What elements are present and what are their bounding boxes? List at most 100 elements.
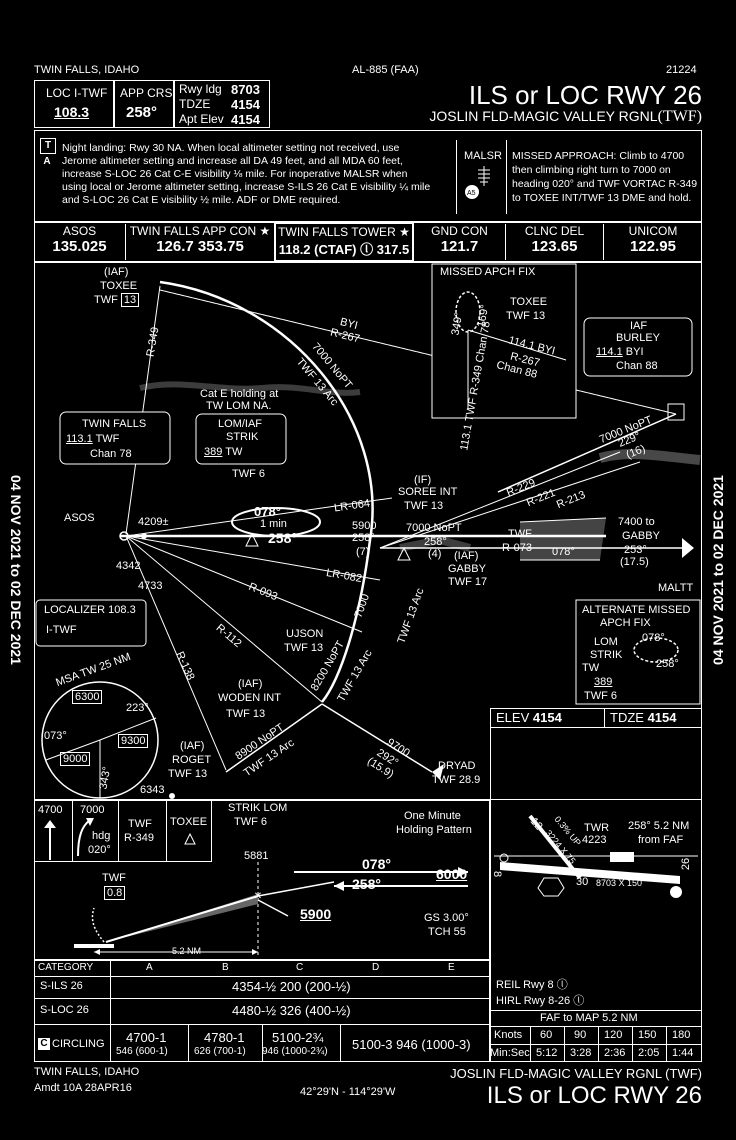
twf6-label: TWF 6 bbox=[232, 468, 265, 480]
strik-freq: 389 TW bbox=[204, 446, 242, 458]
sils-value: 4354-½ 200 (200-½) bbox=[232, 979, 351, 994]
pf-078: 078° bbox=[362, 856, 391, 872]
gabby-rt-2: GABBY bbox=[622, 530, 660, 542]
pf-div-1 bbox=[72, 800, 73, 862]
loc-box-id: I-TWF bbox=[46, 624, 77, 636]
localizer-box bbox=[35, 599, 147, 647]
plan-view bbox=[34, 262, 702, 800]
strik-id: TW bbox=[225, 446, 243, 458]
sloc-label: S-LOC 26 bbox=[40, 1004, 89, 1016]
pf-258: 258° bbox=[352, 876, 381, 892]
min-row-1 bbox=[34, 976, 490, 999]
holding-pattern bbox=[231, 507, 321, 537]
loc-label: LOC I-TWF bbox=[46, 86, 108, 100]
pf-hdg: hdg bbox=[92, 830, 111, 842]
svg-text:A5: A5 bbox=[467, 190, 476, 197]
soree-dme: TWF 13 bbox=[404, 500, 444, 512]
note-line-1: Night landing: Rwy 30 NA. When local alt… bbox=[62, 142, 400, 154]
airport-graphic bbox=[494, 814, 698, 898]
time-90: 3:28 bbox=[570, 1047, 592, 1059]
rwy-ldg: 8703 bbox=[231, 82, 260, 97]
dme-258c: 258° bbox=[424, 536, 447, 548]
min-hdr-d: D bbox=[372, 962, 380, 973]
apt-elev: 4154 bbox=[231, 112, 260, 127]
burley-chan: Chan 88 bbox=[616, 360, 658, 372]
mf-twf13: TWF 13 bbox=[506, 310, 546, 322]
pf-twf-dme: TWF bbox=[102, 872, 126, 884]
pf-5881: 5881 bbox=[244, 850, 269, 862]
freq-unicom: UNICOM 122.95 bbox=[604, 224, 702, 260]
min-hdr-a: A bbox=[146, 962, 153, 973]
header-loc-box bbox=[34, 80, 114, 128]
timing-vdiv-1 bbox=[564, 1026, 565, 1062]
timing-vdiv-4 bbox=[666, 1026, 667, 1062]
alt-strik: STRIK bbox=[590, 649, 623, 661]
reil-label: REIL Rwy 8 ⓛ bbox=[496, 979, 568, 991]
freq-gnd-label: GND CON bbox=[431, 224, 488, 238]
apt-tdze-val: 4154 bbox=[647, 710, 677, 725]
pf-dist: 5.2 NM bbox=[172, 946, 202, 956]
alt-twf6: TWF 6 bbox=[584, 690, 617, 702]
tdze: 4154 bbox=[231, 97, 260, 112]
note-line-3: increase S-LOC 26 Cat C-E visibility ⅛ m… bbox=[62, 168, 408, 180]
woden-name: WODEN INT bbox=[218, 692, 281, 704]
time-120: 2:36 bbox=[604, 1047, 626, 1059]
apt-elev-lbl: ELEV bbox=[496, 710, 530, 725]
min-hdr-b: B bbox=[222, 962, 229, 973]
header-doc-id: AL-885 (FAA) bbox=[352, 64, 419, 76]
apt-elev-label: Apt Elev bbox=[179, 112, 224, 126]
cat-e-note-1: Cat E holding at bbox=[200, 388, 279, 400]
knots-120: 120 bbox=[604, 1029, 623, 1041]
knots-150: 150 bbox=[638, 1029, 657, 1041]
woden-dme: TWF 13 bbox=[226, 708, 266, 720]
toxee-name: TOXEE bbox=[100, 280, 138, 292]
minimums-header-row bbox=[34, 960, 490, 977]
circ-b-1: 4780-1 bbox=[204, 1030, 245, 1045]
svg-text:✕: ✕ bbox=[254, 891, 262, 902]
sils-label: S-ILS 26 bbox=[40, 980, 83, 992]
note-line-5: and S-LOC 26 Cat E visibility ½ mile. AD… bbox=[62, 194, 341, 206]
msa-073: 073° bbox=[44, 730, 67, 742]
toxee-dme-id: TWF bbox=[94, 294, 118, 306]
min-col-div-5 bbox=[340, 1024, 341, 1062]
burley-name: BURLEY bbox=[616, 332, 661, 344]
min-hdr-c: C bbox=[296, 962, 304, 973]
timing-title: FAF to MAP 5.2 NM bbox=[540, 1012, 638, 1024]
soree-label: SOREE INT bbox=[398, 486, 458, 498]
rwy-8: 8 bbox=[491, 870, 504, 878]
twinfalls-name: TWIN FALLS bbox=[82, 418, 147, 430]
freq-clnc: CLNC DEL 123.65 bbox=[506, 224, 604, 260]
twr-label: TWR bbox=[584, 822, 610, 834]
alt-078: 078° bbox=[642, 632, 665, 644]
minsec-label: Min:Sec bbox=[490, 1047, 530, 1059]
timing-vdiv-2 bbox=[598, 1026, 599, 1062]
alt-missed-title-1: ALTERNATE MISSED bbox=[582, 604, 691, 616]
pf-one-min-2: Holding Pattern bbox=[396, 824, 472, 836]
alt-258b: 258° bbox=[352, 532, 375, 544]
hirl-label: HIRL Rwy 8-26 ⓛ bbox=[496, 995, 585, 1007]
pf-twf: TWF bbox=[128, 818, 152, 830]
dme-arc-13 bbox=[159, 280, 374, 703]
apt-elev-val: 4154 bbox=[532, 710, 562, 725]
woden-iaf: (IAF) bbox=[238, 678, 263, 690]
pf-hdg-val: 020° bbox=[88, 844, 111, 856]
footer-city: TWIN FALLS, IDAHO bbox=[34, 1066, 140, 1078]
pf-toxee: TOXEE bbox=[170, 816, 208, 828]
knots-label: Knots bbox=[494, 1029, 523, 1041]
airport-name-text: JOSLIN FLD-MAGIC VALLEY RGNL bbox=[429, 108, 658, 124]
alt-tw: TW bbox=[582, 662, 600, 674]
alt-lom: LOM bbox=[594, 636, 618, 648]
freq-clnc-value: 123.65 bbox=[531, 238, 578, 255]
dme-7: (7) bbox=[356, 546, 370, 558]
circ-c-1: 5100-2¾ bbox=[272, 1030, 324, 1045]
freq-app-con: TWIN FALLS APP CON ★ 126.7 353.75 bbox=[126, 224, 274, 260]
gabby-dme: TWF 17 bbox=[448, 576, 488, 588]
toxee-dme-num: 13 bbox=[120, 293, 140, 307]
elev-4209: 4209± bbox=[138, 516, 169, 528]
freq-app-label: TWIN FALLS APP CON ★ bbox=[129, 224, 271, 238]
sloc-value: 4480-½ 326 (400-½) bbox=[232, 1003, 351, 1018]
note-line-4: using local or Jerome altimeter setting,… bbox=[62, 181, 431, 193]
circ-b-2: 626 (700-1) bbox=[194, 1046, 246, 1057]
profile-missed-icons bbox=[34, 800, 212, 862]
msa-6300: 6300 bbox=[72, 690, 103, 704]
